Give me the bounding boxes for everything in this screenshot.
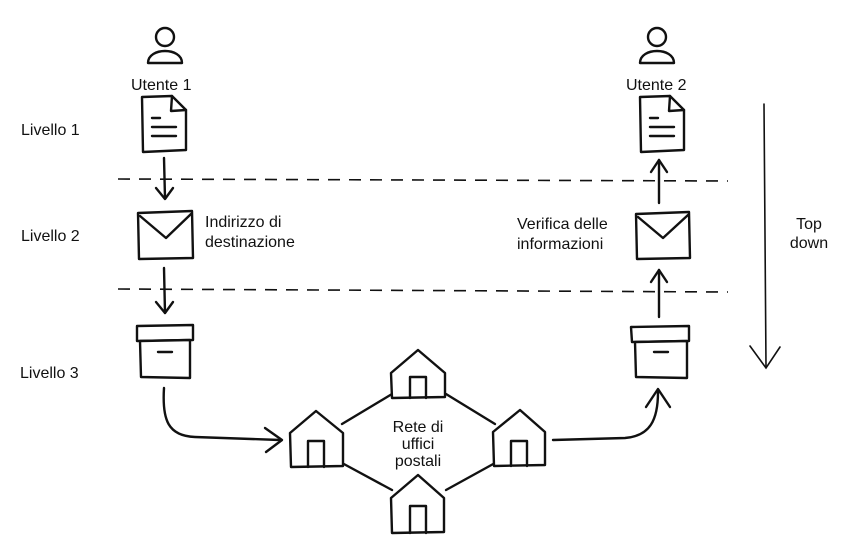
- post-office-house-left-icon: [288, 409, 345, 469]
- arrow-to-network: [162, 386, 284, 454]
- user-1-label: Utente 1: [131, 77, 192, 94]
- level-2-label: Livello 2: [21, 228, 80, 245]
- user-1-document-icon: [140, 94, 188, 154]
- post-office-house-right-icon: [491, 408, 547, 468]
- level-separator-2-3: [117, 288, 729, 293]
- arrow-up-1: [649, 268, 669, 319]
- arrow-down-1: [154, 156, 175, 201]
- level-1-label: Livello 1: [21, 122, 80, 139]
- user-2-label: Utente 2: [626, 77, 687, 94]
- arrow-down-2: [154, 266, 175, 315]
- network-label-line-3: postali: [394, 453, 442, 470]
- post-office-house-top-icon: [389, 348, 447, 400]
- arrow-from-network: [551, 387, 672, 442]
- verification-note-line-1: Verifica delle: [517, 216, 608, 233]
- verification-note-line-2: informazioni: [517, 236, 604, 253]
- user-2-document-icon: [638, 94, 686, 154]
- top-down-label-line-2: down: [789, 235, 829, 252]
- user-1-icon: [146, 26, 184, 65]
- top-down-label-line-1: Top: [796, 216, 822, 233]
- network-diamond: [340, 392, 497, 492]
- user-1-box-icon: [135, 323, 195, 380]
- level-separator-1-2: [117, 178, 729, 182]
- top-down-label: Top down: [778, 215, 840, 253]
- user-2-envelope-icon: [634, 210, 692, 261]
- level-3-label: Livello 3: [20, 365, 79, 382]
- post-office-house-bottom-icon: [389, 473, 446, 535]
- arrow-up-2: [649, 158, 669, 205]
- user-2-box-icon: [629, 324, 691, 380]
- top-down-arrow: [749, 103, 781, 370]
- user-2-icon: [638, 26, 676, 65]
- network-label: Rete di uffici postali: [385, 419, 451, 470]
- destination-address-note-line-2: destinazione: [205, 234, 295, 251]
- network-label-line-2: uffici: [401, 436, 435, 453]
- destination-address-note-line-1: Indirizzo di: [205, 214, 282, 231]
- network-label-line-1: Rete di: [392, 419, 444, 436]
- user-1-envelope-icon: [136, 209, 195, 261]
